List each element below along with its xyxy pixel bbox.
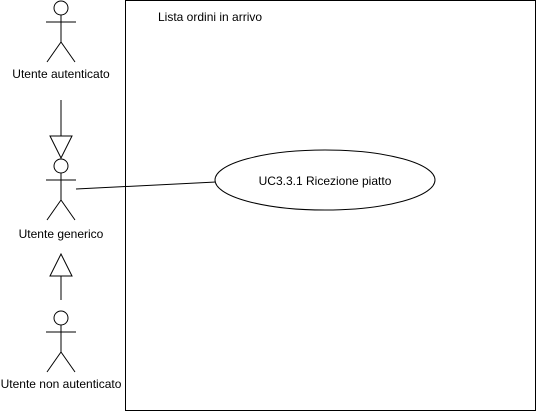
generalization-arrow-bottom <box>49 252 73 300</box>
actor-label-utente-autenticato: Utente autenticato <box>12 67 110 81</box>
use-case-label: UC3.3.1 Ricezione piatto <box>258 174 392 188</box>
system-boundary-title: Lista ordini in arrivo <box>158 10 263 24</box>
actor-label-utente-non-autenticato: Utente non autenticato <box>0 377 122 391</box>
actor-utente-autenticato-figure <box>46 0 76 63</box>
actor-utente-non-autenticato-figure <box>46 310 76 373</box>
use-case-ellipse <box>214 149 436 211</box>
actor-utente-generico-figure <box>46 158 76 221</box>
association-line <box>75 181 217 190</box>
actor-label-utente-generico: Utente generico <box>18 227 104 241</box>
generalization-arrow-top <box>49 100 73 160</box>
